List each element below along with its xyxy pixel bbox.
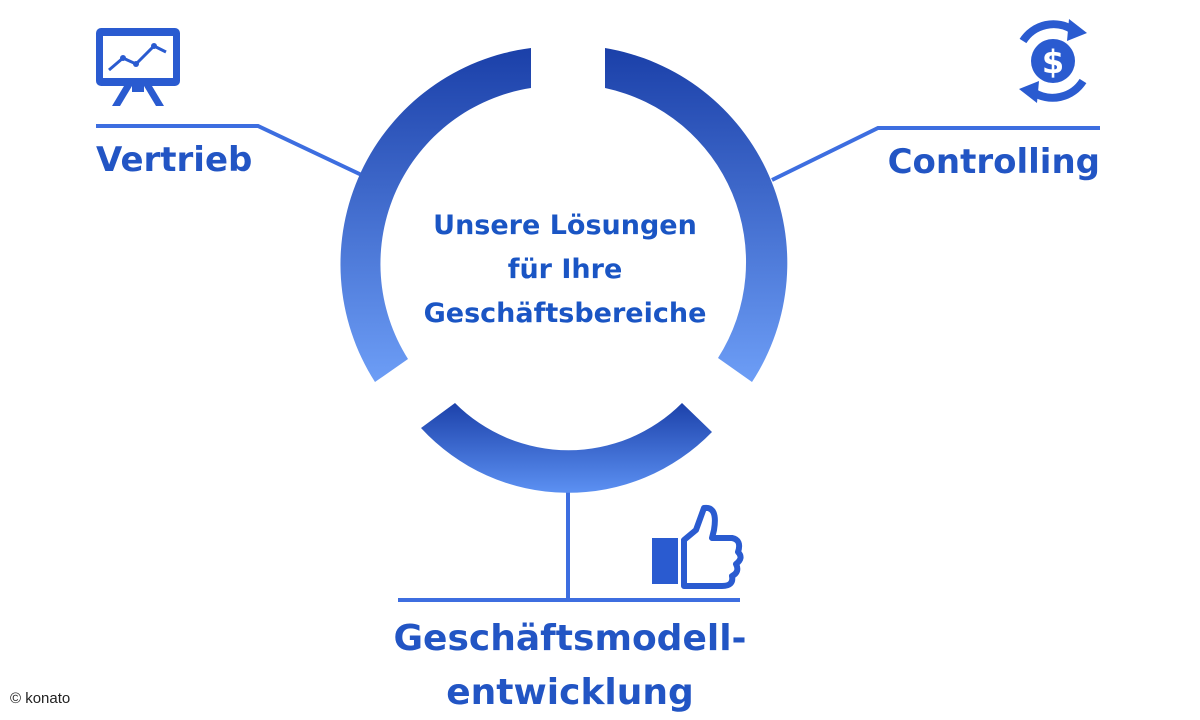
solution-ring [340,48,788,493]
segment-label-line2: entwicklung [446,672,694,713]
segment-label-controlling: Controlling [887,142,1100,182]
connector-vertrieb [96,124,369,180]
ring-arc-bottom [421,403,712,493]
connector-controlling [771,126,1100,182]
dollar-cycle-icon: $ [1019,19,1087,103]
ring-arc-left [340,48,531,382]
thumbs-up-icon [652,504,744,589]
center-title-line2: für Ihre [507,254,623,285]
segment-label-geschaeftsmodell: Geschäftsmodell- entwicklung [360,612,780,720]
center-title-line3: Geschäftsbereiche [423,298,707,329]
segment-label-line1: Geschäftsmodell- [393,618,747,659]
copyright-notice: © konato [10,690,71,707]
segment-label-vertrieb: Vertrieb [96,140,253,180]
center-title: Unsere Lösungen für Ihre Geschäftsbereic… [400,204,730,336]
connector-lines [96,124,1100,602]
svg-text:$: $ [1042,43,1064,81]
presentation-chart-icon [96,28,180,106]
center-title-line1: Unsere Lösungen [433,210,697,241]
ring-arc-right [605,48,788,382]
